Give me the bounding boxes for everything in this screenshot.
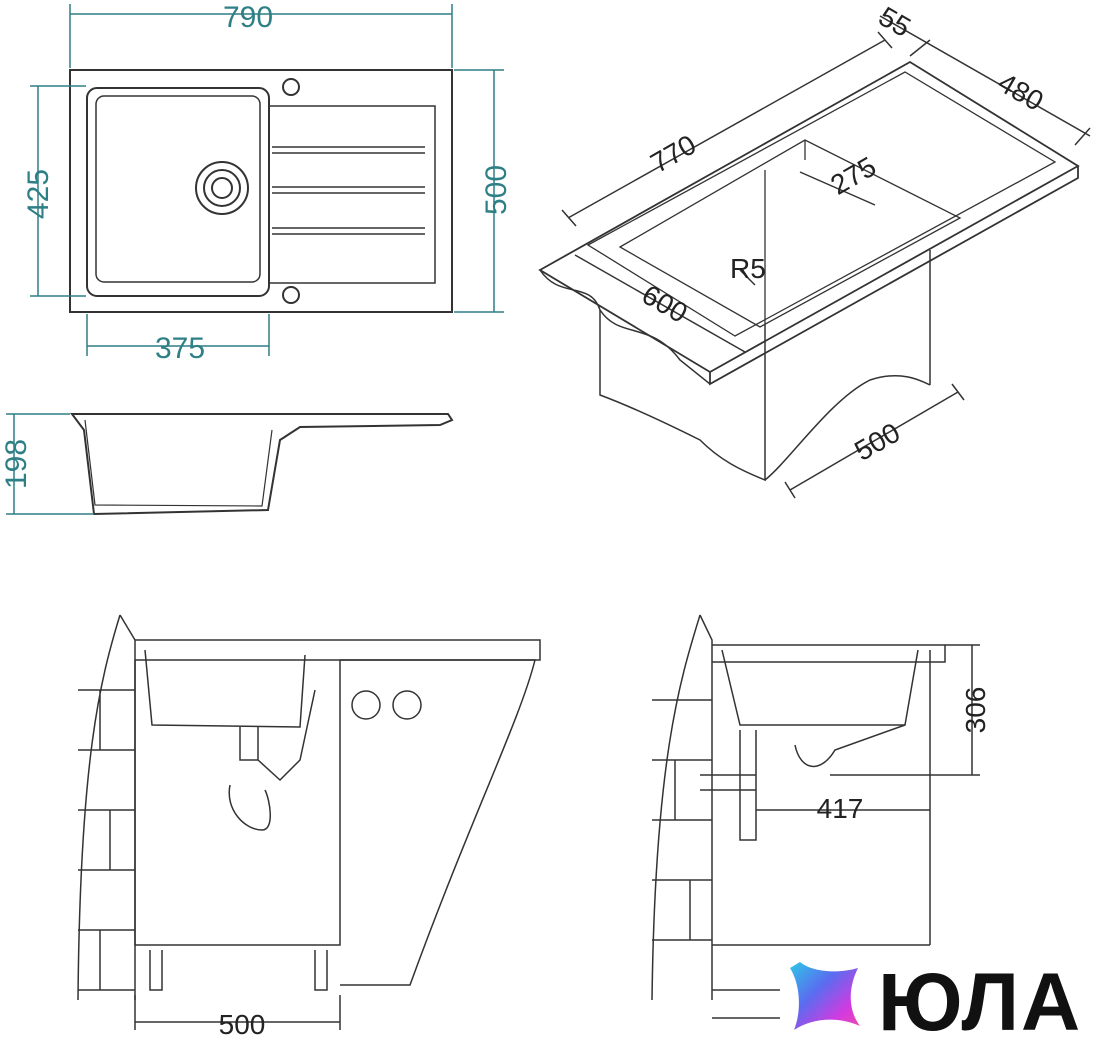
iso-length-label: 770 — [645, 129, 701, 179]
side-view — [70, 413, 454, 516]
tap-hole-top — [282, 78, 300, 96]
top-width-label: 790 — [223, 1, 273, 34]
side-cabinet-floor — [712, 944, 930, 1019]
install-front-dimensions — [134, 995, 341, 1030]
drain-center — [211, 177, 233, 199]
side-drain — [700, 724, 906, 841]
install-distance-label: 417 — [817, 793, 864, 824]
counter-front-edge — [709, 166, 1079, 386]
wall-bricks — [77, 614, 136, 1001]
install-front-view — [77, 614, 541, 1001]
cabinet-legs — [149, 950, 328, 991]
bowl-inner — [95, 95, 261, 283]
iso-depth-label: 480 — [993, 67, 1049, 117]
side-sink-bowl — [721, 649, 919, 726]
side-wall-bricks — [651, 614, 713, 1001]
drainboard-groove-2 — [272, 186, 425, 194]
bowl-wall — [764, 140, 806, 325]
top-bowl-height-label: 425 — [22, 169, 55, 219]
install-cabinet-label: 500 — [219, 1009, 266, 1037]
sink-bowl — [618, 139, 962, 328]
side-countertop — [712, 644, 946, 663]
side-view-dimensions — [6, 413, 94, 515]
drain-outer — [195, 161, 249, 215]
counter-top — [538, 60, 1080, 374]
iso-bowl-label: 275 — [825, 151, 881, 201]
cabinet-left — [599, 310, 766, 482]
logo-mark-icon — [790, 962, 860, 1030]
drain-trap — [228, 689, 316, 831]
top-view — [69, 69, 453, 313]
iso-radius-label: R5 — [730, 253, 766, 284]
sink-rim — [586, 71, 1057, 337]
install-side-view — [651, 614, 946, 1019]
drainboard-outline — [268, 105, 436, 284]
install-height-label: 306 — [960, 687, 991, 734]
countertop — [135, 639, 541, 661]
sink-outline — [69, 69, 453, 313]
cabinet — [134, 659, 536, 986]
cabinet-right — [764, 250, 931, 481]
drain-ring — [203, 169, 241, 207]
counter-wavy-left — [539, 269, 711, 385]
iso-edge-label: 55 — [874, 1, 916, 43]
install-side-dimensions — [756, 644, 980, 945]
side-depth-label: 198 — [0, 439, 33, 489]
iso-cabinet-width-label: 600 — [637, 279, 693, 329]
tap-hole-bottom — [282, 286, 300, 304]
top-bowl-width-label: 375 — [155, 332, 205, 365]
drainboard-groove-1 — [272, 146, 425, 154]
bowl-outer — [86, 87, 270, 297]
brand-logo: ЮЛА — [790, 957, 1082, 1037]
iso-view — [538, 60, 1080, 482]
drainboard-groove-3 — [272, 227, 425, 235]
iso-cabinet-depth-label: 500 — [849, 417, 905, 467]
logo-text: ЮЛА — [878, 957, 1082, 1037]
top-height-label: 500 — [480, 165, 513, 215]
iso-view-dimensions — [561, 15, 1091, 499]
top-view-dimensions — [30, 4, 504, 356]
sink-bowl-front — [144, 649, 306, 728]
